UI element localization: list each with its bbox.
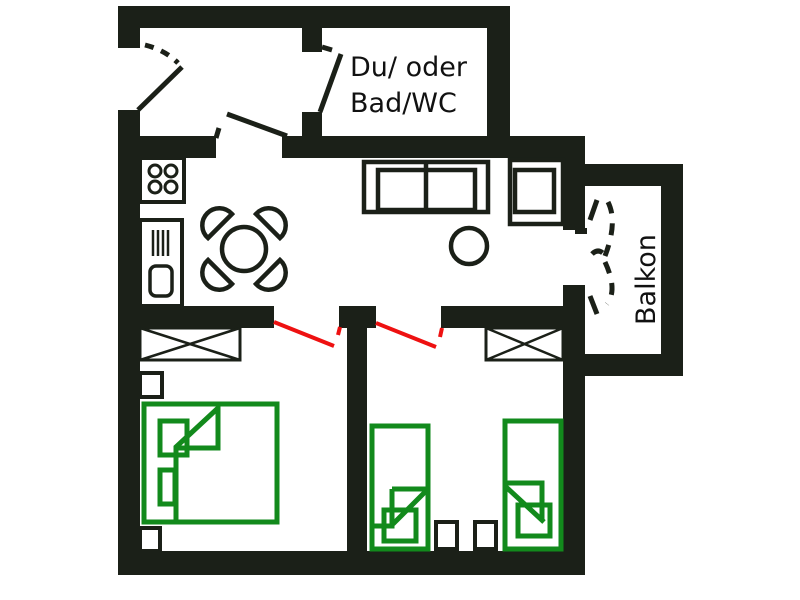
double-bed <box>141 401 280 525</box>
door-entry-swing <box>144 42 180 65</box>
wall-right-upper <box>563 140 585 230</box>
bedroom1-door-leaf <box>273 320 335 348</box>
chair <box>252 256 288 292</box>
wall-entry-bottom-right <box>282 136 585 158</box>
door-hall-stop <box>213 127 222 139</box>
bedroom2-door-stop <box>438 327 444 338</box>
double-bed-frame <box>141 401 280 525</box>
wardrobe-bedroom2 <box>484 326 565 362</box>
chair <box>200 256 236 292</box>
wall-bath-left-top <box>302 6 322 52</box>
balcony-door-leaf-bottom <box>587 295 600 315</box>
sink-counter <box>138 218 184 308</box>
pillow <box>515 502 553 539</box>
nightstand <box>138 371 164 399</box>
coffee-table <box>448 225 490 267</box>
twin-bed-right <box>502 418 564 552</box>
wall-jamb <box>575 228 587 234</box>
blanket-fold <box>173 402 221 451</box>
wall-right-lower <box>563 285 585 575</box>
pillow <box>157 467 178 507</box>
sink-basin <box>148 264 174 298</box>
wall-left-top <box>118 6 140 48</box>
entry-doors <box>136 42 344 139</box>
wall-bedroom-divider <box>347 306 367 575</box>
balcony-door-swing-bottom <box>602 260 615 306</box>
wardrobes <box>138 326 565 362</box>
bathroom-label-line2: Bad/WC <box>350 88 457 119</box>
blanket-fold-diagonal <box>391 487 430 526</box>
wall-bathroom-right <box>487 6 510 156</box>
bathroom-label-line1: Du/ oder <box>350 52 468 83</box>
bedroom-doors <box>273 320 444 349</box>
armchair-seat <box>512 167 557 215</box>
drainboard-icon <box>151 230 170 256</box>
burner-icon <box>147 179 163 195</box>
door-hall-leaf <box>226 111 288 139</box>
bedroom2-door-leaf <box>375 321 437 349</box>
wall-bedroom2-top <box>441 306 585 328</box>
dining-set <box>200 206 288 292</box>
balcony-label: Balkon <box>631 234 662 325</box>
balcony-door-leaf-top <box>587 199 600 221</box>
wall-balcony-right <box>661 164 683 376</box>
kitchen <box>138 156 186 308</box>
door-bath-stop <box>321 44 333 53</box>
blanket-fold <box>372 486 428 529</box>
armchair <box>507 157 566 227</box>
balcony-door-swing-top <box>602 200 615 257</box>
balcony-doors <box>587 199 615 315</box>
nightstand <box>138 526 162 553</box>
stove <box>138 156 186 204</box>
door-entry-leaf <box>136 65 184 112</box>
bedroom1-door-stop <box>336 326 342 336</box>
walls <box>118 6 683 575</box>
balcony-door-swing-mid <box>590 248 606 256</box>
wall-balcony-bottom <box>585 354 683 376</box>
chair <box>200 206 236 242</box>
chair <box>252 206 288 242</box>
burner-icon <box>163 163 179 179</box>
wall-entry-bottom-left <box>118 136 216 158</box>
pillow <box>381 507 419 544</box>
twin-bed-left <box>369 423 431 552</box>
blanket-fold <box>505 480 545 520</box>
wall-balcony-top <box>585 164 683 186</box>
wall-bedroom1-top <box>118 306 274 328</box>
wall-left <box>118 110 140 575</box>
nightstands <box>138 371 498 553</box>
door-bath-leaf <box>317 53 344 113</box>
living-furniture <box>361 157 566 267</box>
burner-icon <box>147 163 163 179</box>
nightstand <box>434 520 459 551</box>
dining-table <box>219 224 269 274</box>
burner-icon <box>163 179 179 195</box>
nightstand <box>473 520 498 551</box>
wardrobe-bedroom1 <box>138 326 242 362</box>
